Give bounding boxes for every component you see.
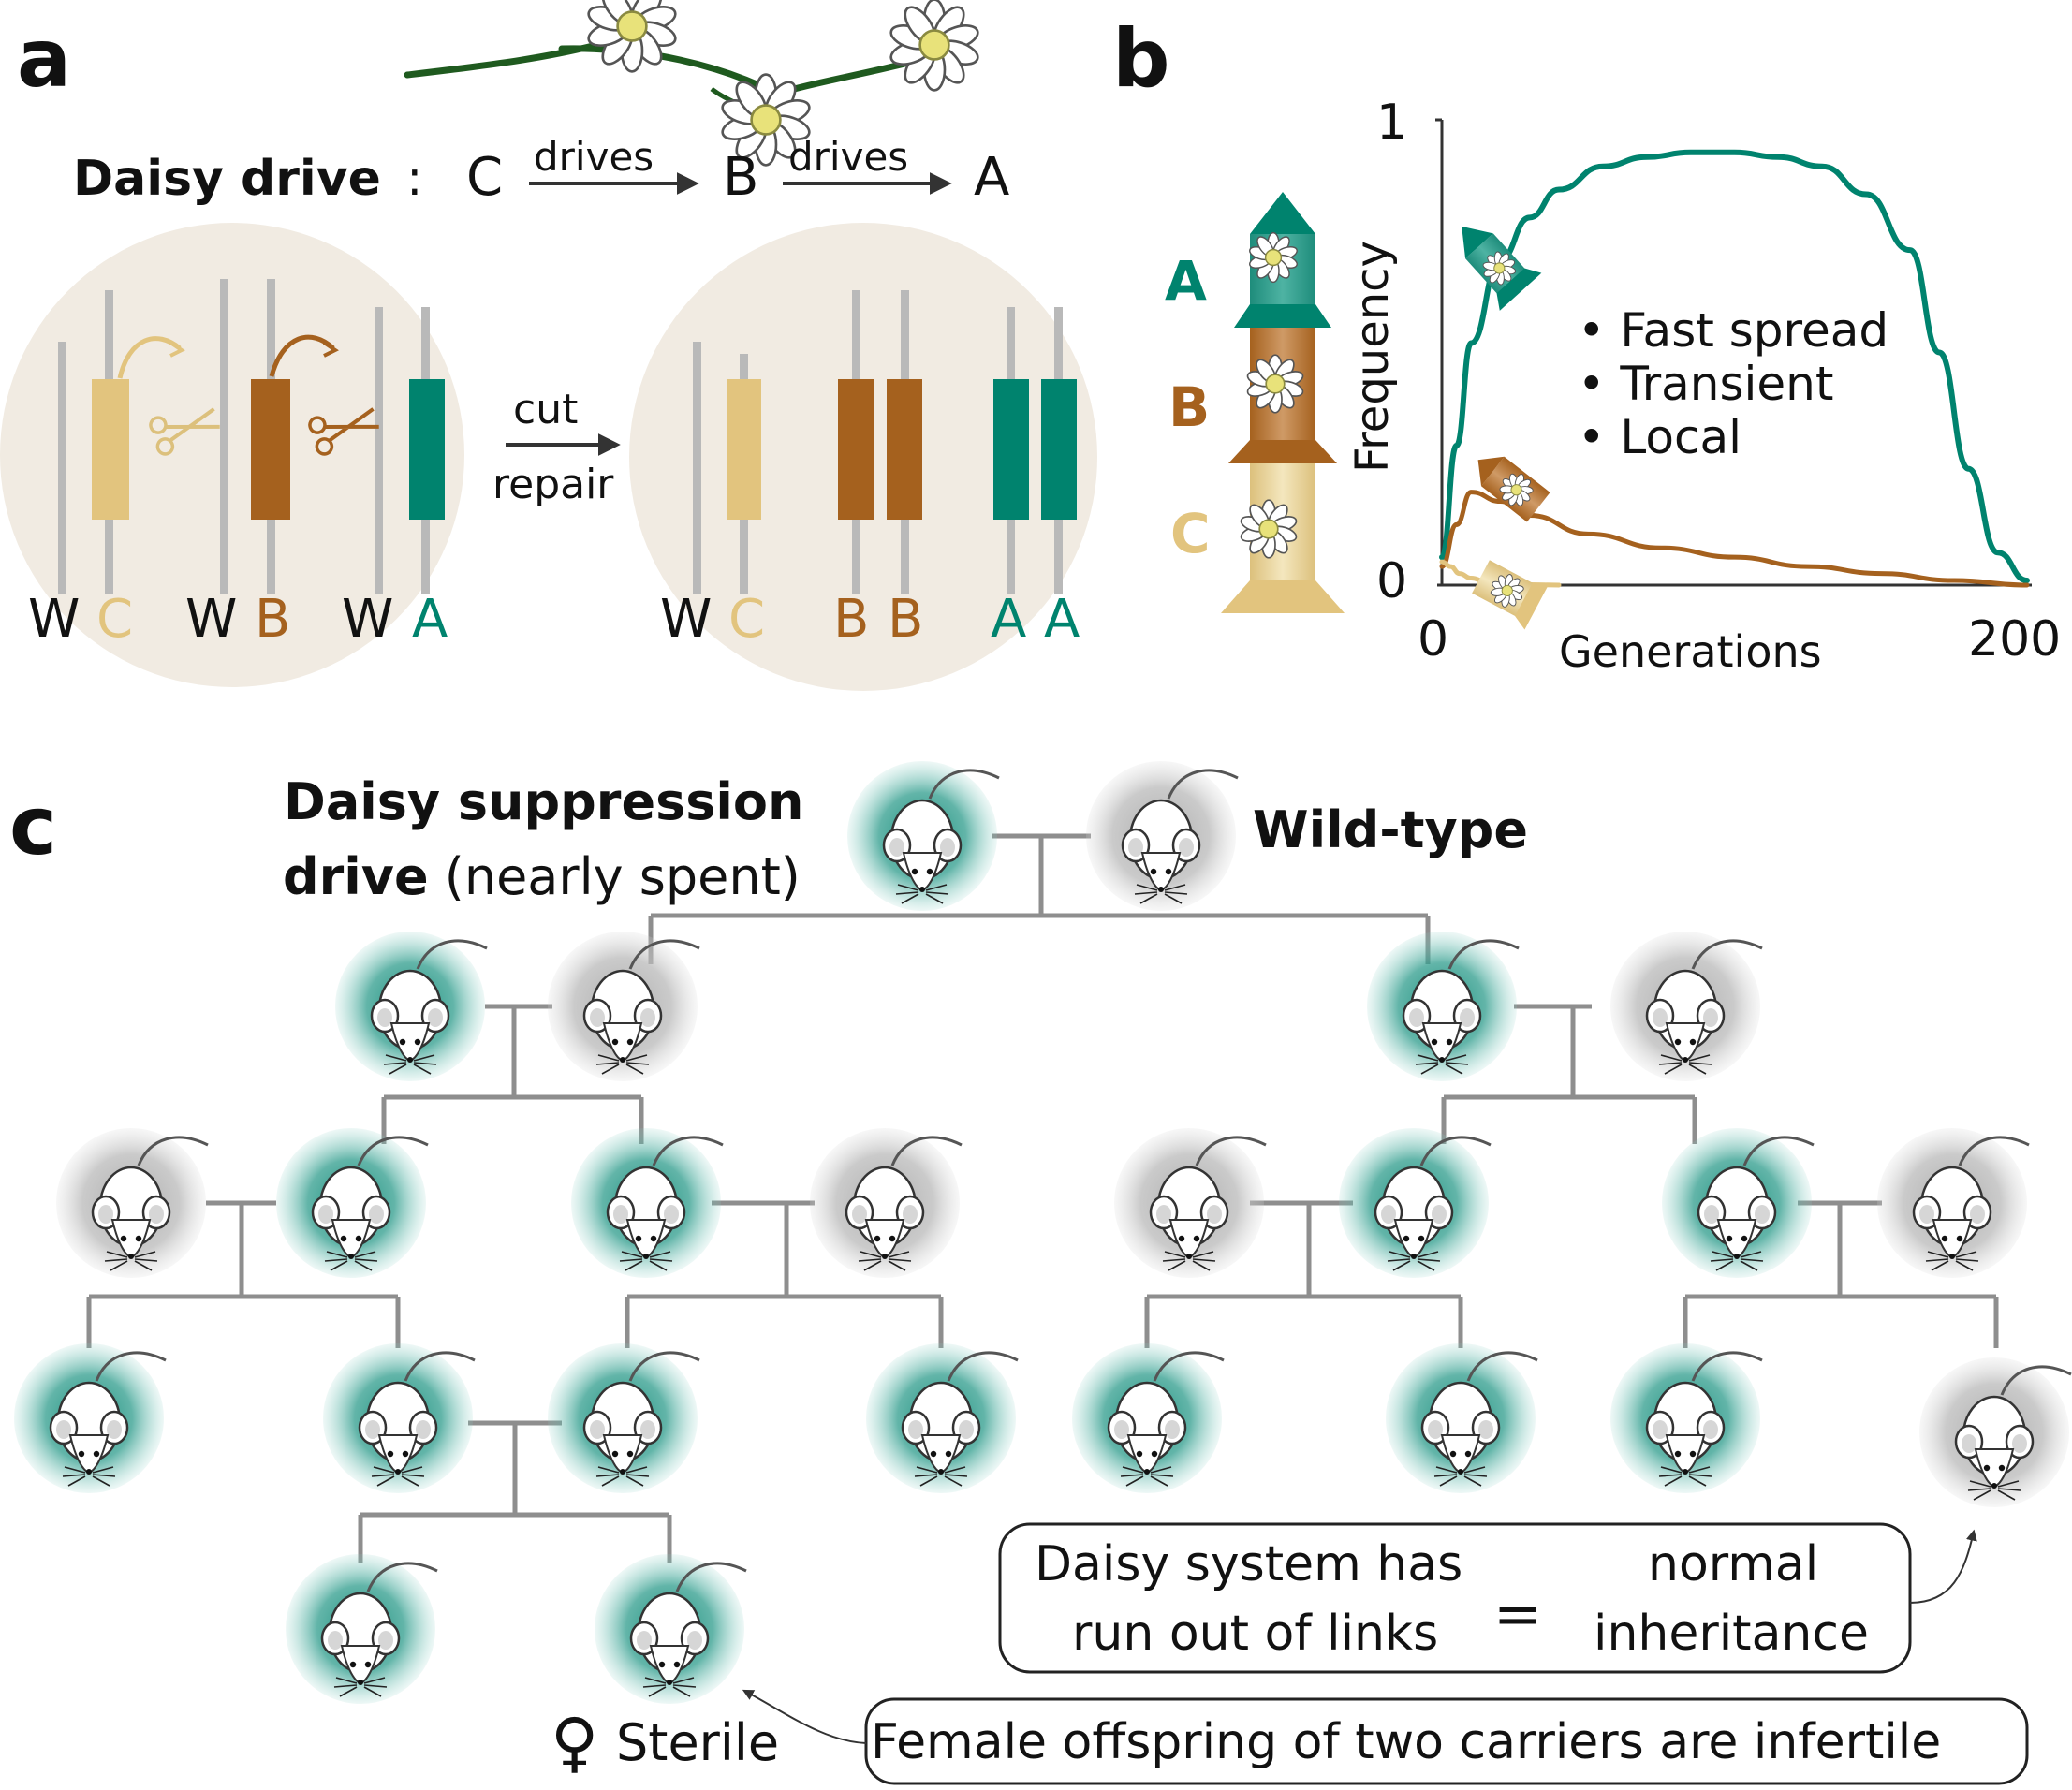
daisy-drive-title: Daisy drive <box>73 151 381 207</box>
panel-b-label: b <box>1112 12 1170 106</box>
x-tick-200: 200 <box>1968 611 2061 668</box>
chain-label-a: A <box>974 147 1009 208</box>
callout2-arrow <box>742 1689 867 1744</box>
callout1-arrow <box>1909 1529 1977 1604</box>
chain-arrow2-label: drives <box>788 134 908 180</box>
callout1-right-line1: normal <box>1648 1536 1818 1592</box>
frequency-chart: 1 0 0 200 Generations Frequency <box>1346 95 2061 677</box>
mouse-gen3-carrier-7 <box>1610 1343 1764 1493</box>
mouse-gen3-wild-end <box>1919 1357 2072 1507</box>
after-label-b2: B <box>888 589 923 650</box>
tan-rocket-marker <box>1472 560 1550 630</box>
callout1-left-line1: Daisy system has <box>1035 1536 1462 1592</box>
rocket-label-a: A <box>1165 249 1207 313</box>
panel-c-label: c <box>9 780 57 873</box>
mouse-gen1-carrier-right <box>1367 932 1521 1081</box>
y-tick-1: 1 <box>1376 95 1407 151</box>
callout2-text: Female offspring of two carriers are inf… <box>871 1714 1941 1770</box>
mouse-gen4-carrier-1 <box>286 1554 439 1704</box>
rocket-label-c: C <box>1170 502 1211 565</box>
mouse-gen2-carrier-3 <box>1339 1128 1492 1278</box>
panel-a: a Daisy drive : C drives B drives A <box>0 0 1097 691</box>
mouse-gen0-wild <box>1086 761 1240 911</box>
panel-c: c Daisy suppression drive (nearly spent)… <box>9 761 2072 1785</box>
mouse-gen2-carrier-1 <box>276 1128 430 1278</box>
before-label-w2: W <box>185 589 237 650</box>
mouse-gen3-carrier-5 <box>1072 1343 1226 1493</box>
teal-rocket-marker <box>1462 226 1542 311</box>
after-label-a1: A <box>991 589 1026 650</box>
mouse-gen1-carrier-left <box>335 932 489 1081</box>
callout1-equals: = <box>1493 1579 1542 1648</box>
drive-title-line1: Daisy suppression <box>284 772 803 831</box>
mouse-gen4-carrier-sterile <box>595 1554 748 1704</box>
after-label-b1: B <box>833 589 869 650</box>
callout1-left-line2: run out of links <box>1072 1606 1438 1662</box>
rocket-stack <box>1221 192 1345 613</box>
daisy-chain-illustration <box>404 0 982 167</box>
chain-label-b: B <box>723 147 758 208</box>
cell-before <box>0 223 464 687</box>
mouse-gen2-carrier-4 <box>1662 1128 1815 1278</box>
bullet-fast-spread: • Fast spread <box>1578 303 1888 358</box>
mouse-gen2-wild-1 <box>56 1128 210 1278</box>
rocket-label-b: B <box>1168 375 1210 439</box>
before-label-b: B <box>255 589 290 650</box>
mouse-gen2-carrier-2 <box>571 1128 725 1278</box>
after-label-c: C <box>728 589 765 650</box>
mouse-gen3-carrier-3 <box>548 1343 701 1493</box>
chromosomes-before <box>58 279 445 594</box>
mouse-gen2-wild-4 <box>1877 1128 2031 1278</box>
mouse-gen3-carrier-4 <box>866 1343 1020 1493</box>
chromosomes-after <box>693 290 1077 594</box>
x-axis-label: Generations <box>1559 626 1822 677</box>
callout-female-infertile <box>864 1697 2029 1785</box>
after-label-a2: A <box>1044 589 1080 650</box>
y-tick-0: 0 <box>1376 553 1407 609</box>
callout-normal-inheritance <box>998 1522 1912 1674</box>
mouse-gen3-carrier-2 <box>323 1343 477 1493</box>
chain-label-c: C <box>466 147 503 208</box>
panel-a-label: a <box>17 12 71 106</box>
drive-title-bold: drive <box>283 847 429 906</box>
mouse-gen0-carrier <box>847 761 1001 911</box>
mouse-gen1-wild-right <box>1610 932 1764 1081</box>
before-label-w3: W <box>342 589 393 650</box>
before-label-c: C <box>96 589 133 650</box>
series-line-0 <box>1439 149 2030 584</box>
mouse-gen1-wild-left <box>548 932 701 1081</box>
wild-type-label: Wild-type <box>1253 800 1528 859</box>
chain-arrow1-label: drives <box>534 134 654 180</box>
before-label-a: A <box>412 589 448 650</box>
panel-b: b A B C 1 0 0 200 Generations <box>1112 12 2061 677</box>
bullet-local: • Local <box>1578 410 1741 464</box>
x-tick-0: 0 <box>1418 611 1448 668</box>
drive-title-line2: drive (nearly spent) <box>283 847 801 906</box>
series-line-1 <box>1439 490 2030 588</box>
mouse-gen2-wild-2 <box>810 1128 963 1278</box>
process-cut-label: cut <box>513 386 578 433</box>
after-label-w: W <box>660 589 712 650</box>
mouse-gen3-carrier-1 <box>14 1343 168 1493</box>
pedigree-lines <box>86 833 1999 1563</box>
before-label-w1: W <box>28 589 80 650</box>
mouse-gen3-carrier-6 <box>1386 1343 1539 1493</box>
mouse-gen2-wild-3 <box>1114 1128 1268 1278</box>
sterile-label: Sterile <box>616 1713 779 1772</box>
callout1-right-line2: inheritance <box>1594 1606 1869 1662</box>
process-repair-label: repair <box>492 461 614 508</box>
drive-title-rest: (nearly spent) <box>429 847 801 906</box>
brown-rocket-marker <box>1477 456 1550 522</box>
daisy-drive-colon: : <box>406 151 423 207</box>
bullet-transient: • Transient <box>1578 357 1833 411</box>
y-axis-label: Frequency <box>1346 241 1399 473</box>
female-symbol-icon: ♀ <box>551 1704 598 1781</box>
